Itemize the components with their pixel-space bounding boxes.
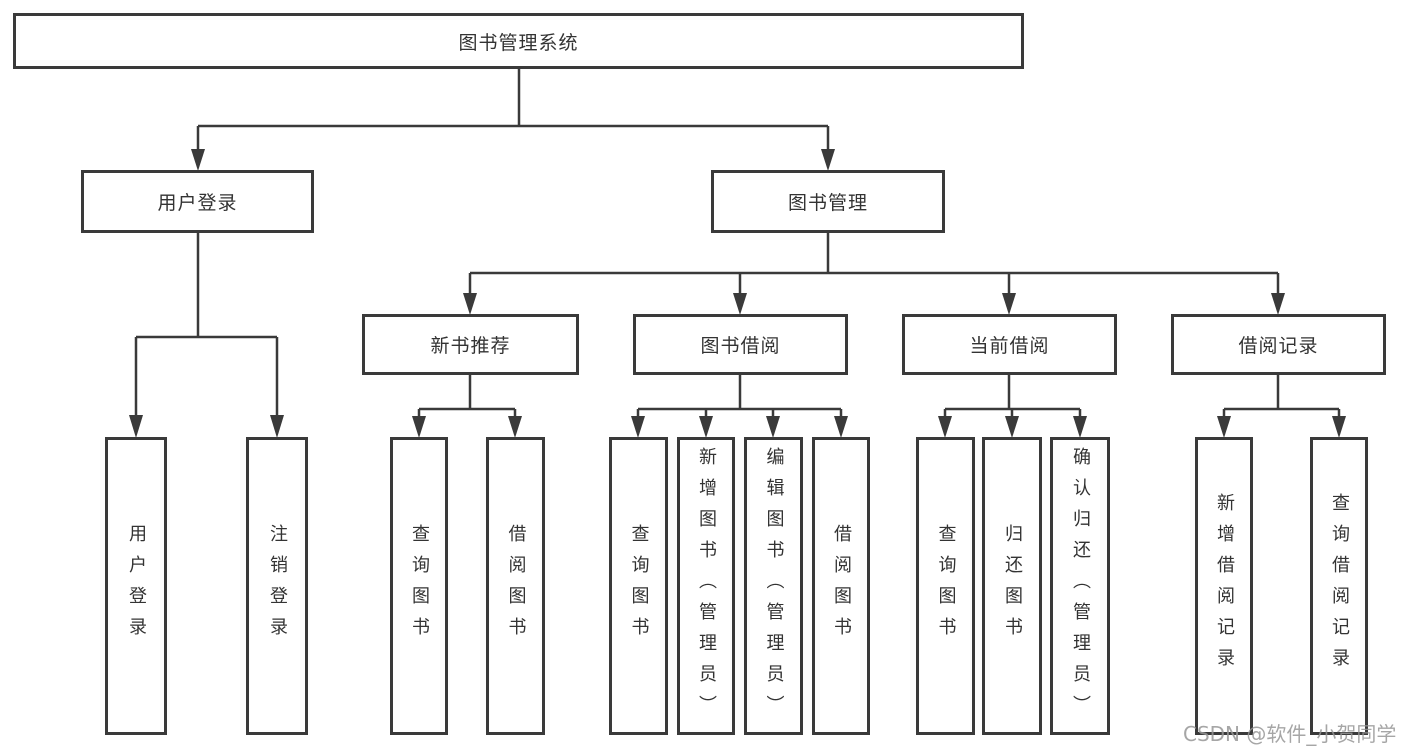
leaf-current-query-books-label: 查询图书 xyxy=(935,524,957,648)
node-borrow-records: 借阅记录 xyxy=(1171,314,1386,375)
node-new-book-recommend-label: 新书推荐 xyxy=(430,335,511,357)
arrow-down-icon xyxy=(270,415,284,438)
arrow-down-icon xyxy=(412,416,426,438)
arrow-down-icon xyxy=(508,416,522,438)
node-root-label: 图书管理系统 xyxy=(458,31,579,54)
connectors-user-login xyxy=(129,232,284,438)
arrow-down-icon xyxy=(463,293,477,315)
leaf-current-query-books: 查询图书 xyxy=(916,437,975,735)
arrow-down-icon xyxy=(766,416,780,438)
arrow-down-icon xyxy=(834,416,848,438)
leaf-logout-login-label: 注销登录 xyxy=(267,524,288,648)
csdn-watermark: CSDN @软件_小贺同学 xyxy=(1183,722,1397,746)
arrow-down-icon xyxy=(129,415,143,438)
leaf-logout-login: 注销登录 xyxy=(246,437,308,735)
arrow-down-icon xyxy=(191,149,205,171)
connectors-new-book-recommend xyxy=(412,374,522,438)
node-user-login: 用户登录 xyxy=(81,170,314,233)
leaf-recommend-borrow-books: 借阅图书 xyxy=(486,437,545,735)
leaf-current-confirm-return-admin: 确认归还（管理员） xyxy=(1050,437,1110,735)
node-book-management: 图书管理 xyxy=(711,170,945,233)
leaf-records-add-record-label: 新增借阅记录 xyxy=(1214,493,1235,679)
leaf-current-return-books-label: 归还图书 xyxy=(1002,524,1023,648)
arrow-down-icon xyxy=(1002,293,1016,315)
leaf-current-return-books: 归还图书 xyxy=(982,437,1042,735)
leaf-borrow-edit-books-admin-label: 编辑图书（管理员） xyxy=(763,446,785,726)
node-book-borrow-label: 图书借阅 xyxy=(700,335,781,357)
connectors-book-borrow xyxy=(631,374,848,438)
connectors-borrow-records xyxy=(1217,374,1346,438)
arrow-down-icon xyxy=(821,149,835,171)
leaf-current-confirm-return-admin-label: 确认归还（管理员） xyxy=(1070,446,1091,726)
connectors-root xyxy=(191,69,835,171)
leaf-borrow-add-books-admin: 新增图书（管理员） xyxy=(677,437,735,735)
node-book-management-label: 图书管理 xyxy=(787,192,868,214)
arrow-down-icon xyxy=(631,416,645,438)
arrow-down-icon xyxy=(1332,416,1346,438)
node-root: 图书管理系统 xyxy=(13,13,1024,69)
node-current-borrow: 当前借阅 xyxy=(902,314,1117,375)
arrow-down-icon xyxy=(1005,416,1019,438)
leaf-borrow-borrow-books: 借阅图书 xyxy=(812,437,870,735)
leaf-user-login-label: 用户登录 xyxy=(126,524,147,648)
arrow-down-icon xyxy=(1073,416,1087,438)
node-new-book-recommend: 新书推荐 xyxy=(362,314,579,375)
connectors-book-management xyxy=(463,232,1285,315)
arrow-down-icon xyxy=(938,416,952,438)
node-book-borrow: 图书借阅 xyxy=(633,314,848,375)
leaf-recommend-borrow-books-label: 借阅图书 xyxy=(505,524,527,648)
leaf-records-query-record-label: 查询借阅记录 xyxy=(1329,493,1350,679)
leaf-user-login: 用户登录 xyxy=(105,437,167,735)
arrow-down-icon xyxy=(733,293,747,315)
leaf-borrow-query-books: 查询图书 xyxy=(609,437,668,735)
leaf-records-query-record: 查询借阅记录 xyxy=(1310,437,1368,735)
node-current-borrow-label: 当前借阅 xyxy=(969,335,1050,357)
connectors-current-borrow xyxy=(938,374,1087,438)
node-user-login-label: 用户登录 xyxy=(157,192,238,214)
arrow-down-icon xyxy=(1217,416,1231,438)
leaf-recommend-query-books-label: 查询图书 xyxy=(409,524,430,648)
leaf-borrow-query-books-label: 查询图书 xyxy=(628,524,650,648)
arrow-down-icon xyxy=(1271,293,1285,315)
node-borrow-records-label: 借阅记录 xyxy=(1238,335,1319,357)
leaf-borrow-add-books-admin-label: 新增图书（管理员） xyxy=(696,446,717,726)
arrow-down-icon xyxy=(699,416,713,438)
leaf-records-add-record: 新增借阅记录 xyxy=(1195,437,1253,735)
leaf-recommend-query-books: 查询图书 xyxy=(390,437,448,735)
leaf-borrow-borrow-books-label: 借阅图书 xyxy=(831,524,852,648)
leaf-borrow-edit-books-admin: 编辑图书（管理员） xyxy=(744,437,803,735)
